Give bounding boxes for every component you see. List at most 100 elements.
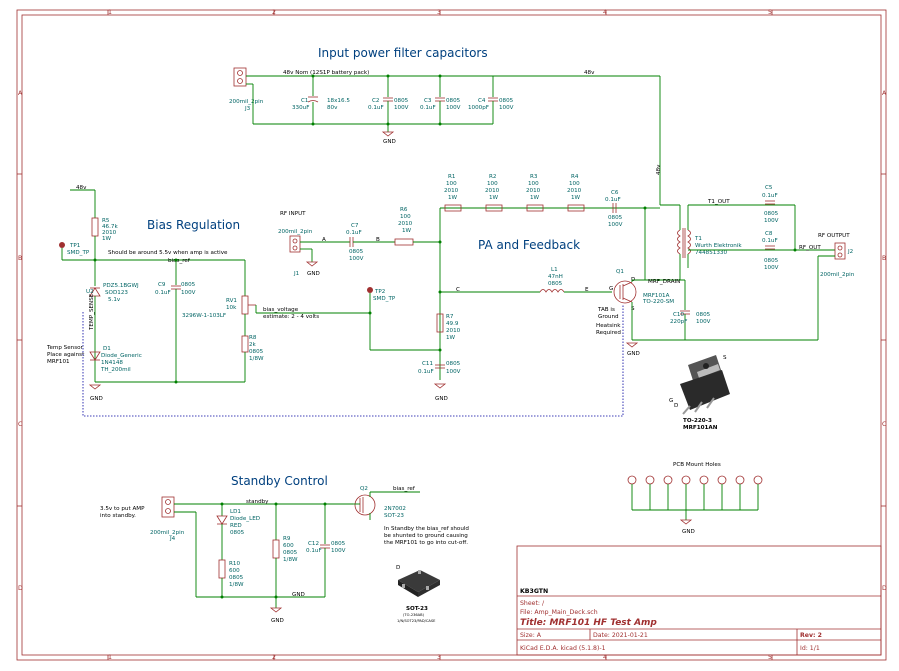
c4-package: 0805 <box>499 98 514 104</box>
j4-value: 200mil_2pin <box>150 530 185 536</box>
rv1-ref: RV1 <box>226 298 237 304</box>
temp-sense-bus <box>82 305 624 417</box>
gnd-label-pa: GND <box>435 396 448 402</box>
r10-ref: R10 <box>229 561 240 567</box>
tb-title: Title: MRF101 HF Test Amp <box>520 618 657 628</box>
c3-voltage: 100V <box>446 105 461 111</box>
l1-package: 0805 <box>548 281 563 287</box>
sot23-package-image: D SOT-23 (TO-236AB) 1/N/SOT23/PAD/CASE <box>396 565 440 623</box>
col-label-top-4: 4 <box>603 9 607 16</box>
to220-pin-s: S <box>723 355 727 361</box>
q2-body <box>354 494 376 516</box>
tb-company: KB3GTN <box>520 588 548 595</box>
tb-tool: KiCad E.D.A. kicad (5.1.8)-1 <box>520 645 606 652</box>
note-standby-3: the MRF101 to go into cut-off. <box>384 540 468 546</box>
note-bias-estimate: estimate: 2 - 4 volts <box>263 314 319 320</box>
bias-regulation-block: 48v R5 46.7k 2010 1W TP1 SMD_TP Should b… <box>46 185 624 417</box>
r6-power: 1W <box>402 228 412 234</box>
net-48v-nom: 48v Nom (12S1P battery pack) <box>283 70 369 76</box>
note-standby-in-2: into standby. <box>100 513 136 519</box>
col-label-top-1: 1 <box>108 9 112 16</box>
sheet-frame <box>16 9 887 661</box>
j2-connector <box>834 242 846 260</box>
c11-package: 0805 <box>446 361 461 367</box>
net-bias-voltage: bias_voltage <box>263 307 299 313</box>
d1-package: TH_200mil <box>100 367 131 373</box>
c3-ref: C3 <box>424 98 432 104</box>
row-label-left-a: A <box>18 90 23 97</box>
j2-value: 200mil_2pin <box>820 272 855 278</box>
r10-value: 600 <box>229 568 240 574</box>
title-block: KB3GTN Sheet: / File: Amp_Main_Deck.sch … <box>516 545 882 656</box>
col-label-top-5: 5 <box>768 9 772 16</box>
c2-value: 0.1uF <box>368 105 384 111</box>
section-title-input-filter: Input power filter capacitors <box>318 46 488 60</box>
col-label-top-2: 2 <box>272 9 276 16</box>
note-standby-1: In Standby the bias_ref should <box>384 526 469 532</box>
net-rf-out: RF_OUT <box>799 245 821 251</box>
ld1-part: Diode_LED <box>230 516 260 522</box>
c3-package: 0805 <box>446 98 461 104</box>
gnd-label-filter: GND <box>383 139 396 145</box>
r2-ref: R2 <box>489 174 496 180</box>
c4-ref: C4 <box>478 98 486 104</box>
tp1-ref: TP1 <box>69 243 81 249</box>
q1-pin-s: S <box>631 306 635 312</box>
r1-value: 100 <box>446 181 457 187</box>
r10-package: 0805 <box>229 575 244 581</box>
c9-ref: C9 <box>158 282 166 288</box>
net-a: A <box>322 237 326 243</box>
r1-power: 1W <box>448 195 458 201</box>
col-label-bot-3: 3 <box>437 654 441 661</box>
c2-ref: C2 <box>372 98 379 104</box>
ld1-ref: LD1 <box>230 509 241 515</box>
net-t1-out: T1_OUT <box>707 199 730 205</box>
c12-value: 0.1uF <box>306 548 322 554</box>
c12-ref: C12 <box>308 541 319 547</box>
r10-power: 1/8W <box>229 582 244 588</box>
j3-connector <box>233 67 247 87</box>
r2-value: 100 <box>487 181 498 187</box>
sot23-pin-d: D <box>396 565 400 571</box>
u2-value: PDZ5.1BGWJ <box>103 283 139 289</box>
net-c: C <box>456 287 460 293</box>
c10-voltage: 100V <box>696 319 711 325</box>
r7-ref: R7 <box>446 314 454 320</box>
net-g: G <box>609 286 613 292</box>
standby-control-block: 3.5v to put AMP into standby. 200mil_2pi… <box>100 486 469 624</box>
c10-ref: C10 <box>673 312 684 318</box>
r5-body <box>91 217 99 237</box>
j1-ref: J1 <box>293 271 300 277</box>
row-label-right-c: C <box>882 421 886 428</box>
r7-power: 1W <box>446 335 456 341</box>
pcb-mount-holes: PCB Mount Holes GND <box>627 462 763 535</box>
border-labels: 1 2 3 4 5 1 2 3 4 5 A B C D A B C D <box>18 9 887 661</box>
section-title-pa: PA and Feedback <box>478 238 580 252</box>
net-48v-top: 48v <box>584 70 595 76</box>
net-mrf-drain: MRF_DRAIN <box>648 279 680 285</box>
c12-voltage: 100V <box>331 548 346 554</box>
c4-value: 1000pF <box>468 105 489 111</box>
c9-voltage: 100V <box>181 290 196 296</box>
note-tab-2: Ground <box>598 314 619 320</box>
c9-package: 0805 <box>181 282 196 288</box>
net-e: E <box>585 287 589 293</box>
j1-connector <box>289 235 301 253</box>
r8-power: 1/8W <box>249 356 264 362</box>
net-bias-ref-standby: bias_ref <box>393 486 416 492</box>
d1-part: 1N4148 <box>101 360 123 366</box>
j4-connector <box>161 496 175 518</box>
r3-ref: R3 <box>530 174 538 180</box>
r4-power: 1W <box>571 195 581 201</box>
r6-value: 100 <box>400 214 411 220</box>
note-temp-sensor-3: MRF101 <box>47 359 70 365</box>
to220-pin-g: G <box>669 398 673 404</box>
row-label-right-d: D <box>882 585 887 592</box>
r5-package: 2010 <box>102 230 117 236</box>
j1-value: 200mil_2pin <box>278 229 313 235</box>
section-title-standby: Standby Control <box>231 474 328 488</box>
input-filter-block: J3 200mil_2pin 48v Nom (12S1P battery pa… <box>229 67 662 205</box>
gnd-label-q1: GND <box>627 351 640 357</box>
r3-power: 1W <box>530 195 540 201</box>
